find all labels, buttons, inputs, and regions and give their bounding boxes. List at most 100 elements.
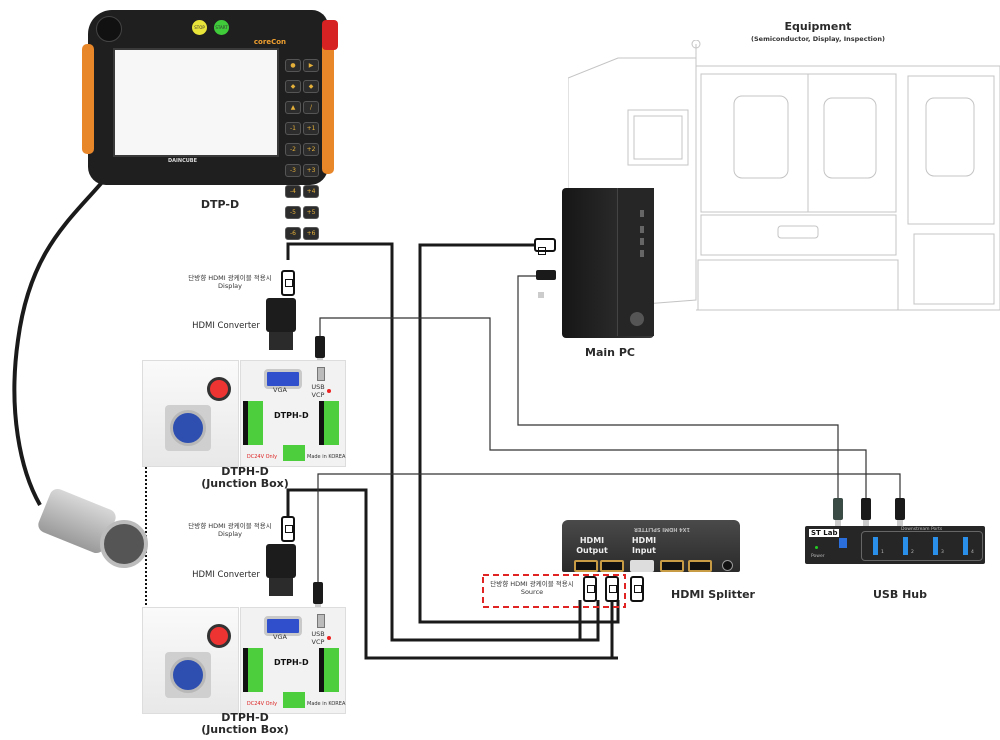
jog-key[interactable]: -1 (285, 122, 301, 135)
jb2-cable-note: 단방향 HDMI 광케이블 적용시 Display (180, 522, 280, 538)
jb1-terminal-right (319, 401, 339, 445)
source-note-line1: 단방향 HDMI 광케이블 적용시 (490, 580, 574, 588)
jog-key[interactable]: -5 (285, 206, 301, 219)
hdmi-cable-jb1 (286, 242, 600, 642)
pc-front-port (640, 238, 644, 245)
source-note: 단방향 HDMI 광케이블 적용시 Source (484, 580, 580, 596)
usb-hub: ST Lab Power Downstream Ports 1 2 3 4 (805, 526, 985, 564)
pendant-maker: DAINCUBE (168, 158, 198, 164)
splitter-output-port-1 (574, 560, 598, 572)
jb2-converter-label: HDMI Converter (192, 570, 260, 580)
jb2-cable-note-line1: 단방향 HDMI 광케이블 적용시 (188, 522, 272, 530)
jog-key[interactable]: -6 (285, 227, 301, 240)
start-button[interactable]: START (214, 20, 229, 35)
splitter-input-label-line1: HDMI (631, 536, 657, 545)
hdmi-splitter-label: HDMI Splitter (671, 588, 755, 601)
jb1-emergency-button[interactable] (207, 377, 231, 401)
jb2-warning: DC24V Only (246, 701, 278, 707)
jb1-converter-label: HDMI Converter (192, 321, 260, 331)
pendant-brand: coreCon (253, 38, 286, 46)
jb2-usb-plug (313, 582, 323, 610)
usb-cable-pc (517, 275, 839, 498)
pendant-key-switch[interactable] (96, 16, 122, 42)
usb-cable-jb1 (319, 317, 867, 498)
jog-key[interactable]: ◆ (303, 80, 319, 93)
jb2-vga-label: VGA (273, 633, 287, 641)
jog-key[interactable]: -2 (285, 143, 301, 156)
jog-key[interactable]: +4 (303, 185, 319, 198)
pendant-cable (12, 178, 106, 506)
pendant-jog-keys: ●▶ ◆◆ ▲/ -1+1 -2+2 -3+3 -4+4 -5+5 -6+6 (284, 52, 320, 241)
jog-key[interactable]: +3 (303, 164, 319, 177)
jog-key[interactable]: +2 (303, 143, 319, 156)
jb2-label: DTPH-D (Junction Box) (200, 712, 290, 736)
emergency-stop-button[interactable] (322, 20, 338, 50)
jb2-connector-panel (142, 607, 239, 714)
pc-logo-icon (630, 312, 644, 326)
jog-key[interactable]: ▲ (285, 101, 301, 114)
splitter-output-label-line1: HDMI (579, 536, 605, 545)
jb2-hdmi-converter (266, 544, 296, 578)
stop-button[interactable]: STOP (192, 20, 207, 35)
pendant-grip-right (322, 34, 334, 174)
equipment-title: Equipment (784, 20, 852, 33)
jog-key[interactable]: ▶ (303, 59, 319, 72)
pc-usb-plug (536, 270, 556, 298)
jb2-panel-title: DTPH-D (274, 658, 309, 667)
jb1-vga-port (264, 369, 302, 389)
pc-hdmi-plug (534, 238, 556, 255)
hub-upstream-port (839, 538, 847, 548)
hub-downstream-port-3 (933, 537, 938, 555)
dtp-d-label: DTP-D (200, 198, 240, 211)
main-pc (562, 188, 654, 338)
jb2-made-in: Made in KOREA (307, 701, 346, 707)
jb2-cable-note-line2: Display (218, 530, 242, 538)
splitter-out2-plug (605, 576, 619, 602)
pc-front-port (640, 210, 644, 217)
jog-key[interactable]: +5 (303, 206, 319, 219)
jb2-circular-socket (170, 657, 206, 693)
hub-port-number: 1 (881, 550, 884, 555)
jog-key[interactable]: ◆ (285, 80, 301, 93)
jb2-terminal-left (243, 648, 263, 692)
hub-downstream-port-2 (903, 537, 908, 555)
splitter-dc-jack (722, 560, 733, 571)
jb1-hdmi-plug (281, 270, 295, 296)
jog-key[interactable]: +1 (303, 122, 319, 135)
usb-cable-jb2 (317, 473, 901, 590)
jb1-usb-plug (315, 336, 325, 364)
equipment-subtitle: (Semiconductor, Display, Inspection) (751, 35, 885, 43)
jb2-hdmi-plug (281, 516, 295, 542)
jb2-usb-label: USB VCP (311, 630, 325, 646)
hub-downstream-port-1 (873, 537, 878, 555)
dtp-d-pendant: STOP START coreCon ●▶ ◆◆ ▲/ -1+1 -2+2 -3… (82, 10, 338, 240)
jb1-hdmi-converter (266, 298, 296, 332)
jog-key[interactable]: +6 (303, 227, 319, 240)
jog-key[interactable]: -3 (285, 164, 301, 177)
hub-port-number: 4 (971, 550, 974, 555)
splitter-output-port-2 (600, 560, 624, 572)
splitter-output-label: HDMI Output (572, 536, 612, 556)
splitter-out1-plug (583, 576, 597, 602)
jog-key[interactable]: / (303, 101, 319, 114)
jb1-cable-note-line2: Display (218, 282, 242, 290)
jb1-circular-socket (170, 410, 206, 446)
hub-downstream-frame (861, 531, 983, 561)
jog-key[interactable]: ● (285, 59, 301, 72)
hdmi-cable-pc-splitter (418, 243, 620, 624)
jb1-vga-label: VGA (273, 386, 287, 394)
splitter-input-label-line2: Input (632, 546, 656, 555)
jb2-vga-port (264, 616, 302, 636)
jb2-emergency-button[interactable] (207, 624, 231, 648)
jb1-usb-port (317, 367, 325, 381)
hdmi-cable-splitter-out1 (578, 600, 598, 642)
source-note-box (482, 574, 626, 608)
equipment-illustration (568, 40, 1000, 311)
jb1-cable-note: 단방향 HDMI 광케이블 적용시 Display (180, 274, 280, 290)
splitter-input-label: HDMI Input (626, 536, 662, 556)
source-note-line2: Source (520, 588, 544, 596)
jb1-io-panel: VGA USB VCP DTPH-D DC24V Only Made in KO… (240, 360, 346, 467)
jog-key[interactable]: -4 (285, 185, 301, 198)
pendant-screen[interactable] (113, 48, 279, 157)
jb2-converter-vga-end (269, 578, 293, 596)
